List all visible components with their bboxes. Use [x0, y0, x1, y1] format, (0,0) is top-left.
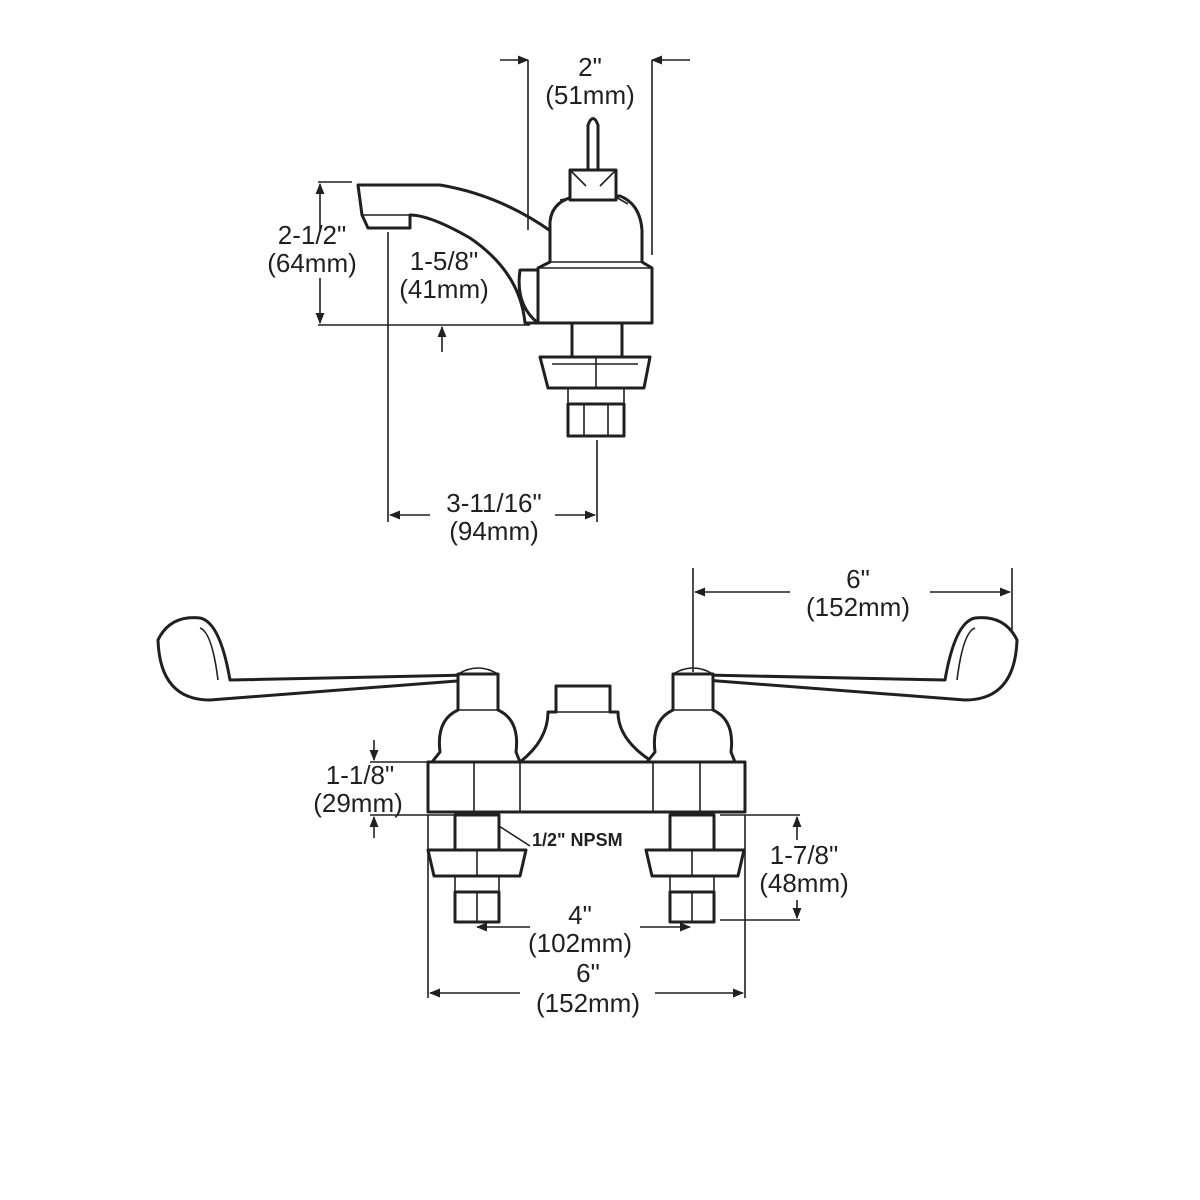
front-left-handle-body: [430, 672, 522, 764]
spout-reach-metric: (94mm): [449, 516, 539, 546]
side-body: [536, 194, 654, 325]
spout-clearance-imperial: 1-5/8": [410, 246, 479, 276]
front-left-shank: [453, 813, 501, 852]
front-right-handle-body: [645, 672, 737, 764]
handle-length-metric: (152mm): [806, 592, 910, 622]
front-right-shank: [668, 813, 716, 852]
base-height-imperial: 1-1/8": [326, 760, 395, 790]
front-left-handle-lever: [156, 616, 472, 702]
spout-height-metric: (64mm): [267, 248, 357, 278]
handle-offset-metric: (51mm): [545, 80, 635, 110]
front-right-mount-nut: [644, 848, 746, 878]
side-mount-nut: [538, 355, 652, 390]
shank-length-metric: (48mm): [759, 868, 849, 898]
base-width-metric: (152mm): [536, 988, 640, 1018]
spout-reach-imperial: 3-11/16": [446, 488, 541, 518]
spout-clearance-metric: (41mm): [399, 274, 489, 304]
side-handle-collar: [568, 168, 618, 202]
front-view: 6" (152mm) 1-1/8" (29mm) 1/2" NPSM 1-7/8…: [156, 564, 1019, 1018]
connection-label: 1/2" NPSM: [532, 830, 623, 850]
handle-length-imperial: 6": [846, 564, 870, 594]
base-width-imperial: 6": [576, 958, 600, 988]
handle-offset-imperial: 2": [578, 52, 602, 82]
shank-length-imperial: 1-7/8": [770, 840, 839, 870]
front-right-handle-lever: [703, 616, 1019, 702]
center-spread-imperial: 4": [568, 900, 592, 930]
front-base: [426, 760, 747, 814]
side-view: 2" (51mm) 2-1/2" (64mm) 1-5/8" (41mm) 3-…: [267, 52, 690, 546]
side-shank: [570, 321, 624, 359]
side-spout: [356, 183, 554, 325]
spout-height-imperial: 2-1/2": [278, 220, 347, 250]
front-spout: [518, 684, 655, 764]
center-spread-metric: (102mm): [528, 928, 632, 958]
base-height-metric: (29mm): [313, 788, 403, 818]
side-coupling-nut: [566, 402, 626, 438]
